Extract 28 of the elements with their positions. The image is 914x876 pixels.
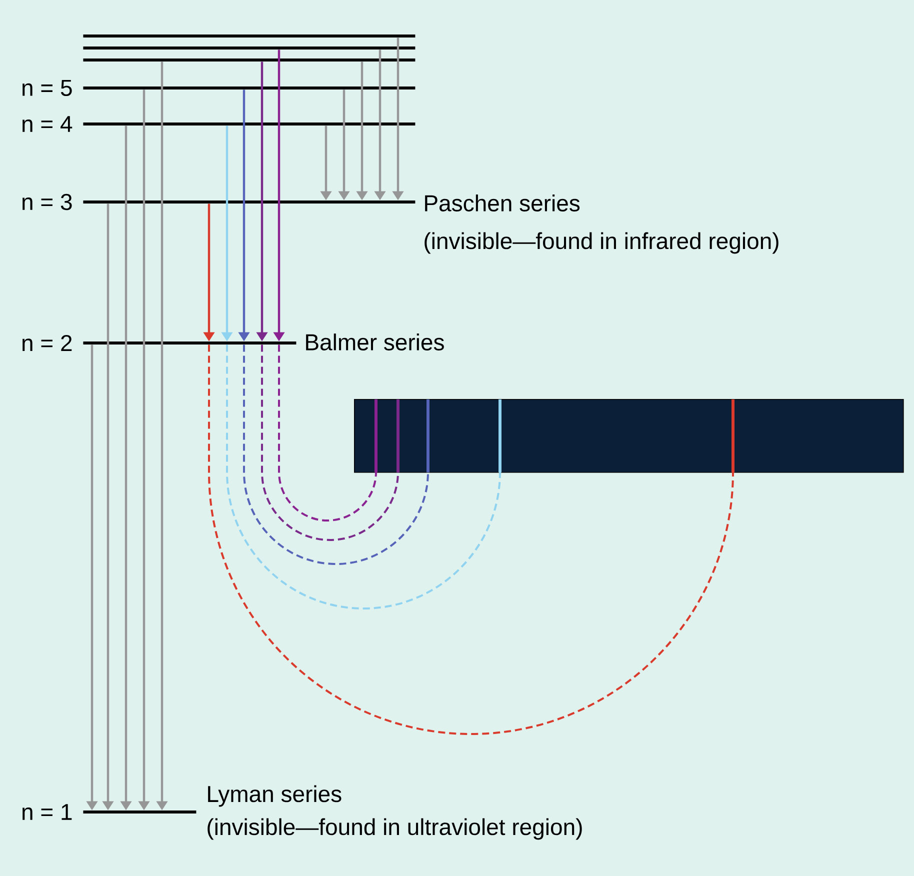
spectral-line (396, 399, 400, 472)
node-label: n = 1 (22, 804, 72, 820)
connector-curve (208, 344, 734, 735)
node-label: n = 3 (22, 194, 72, 210)
energy-level: n = 5 (22, 80, 416, 96)
spectral-line (374, 399, 378, 472)
connector-curve (226, 344, 501, 610)
note: (invisible—found in infrared region) (424, 232, 778, 254)
energy-level: n = 4 (22, 116, 416, 132)
note: (invisible—found in ultraviolet region) (208, 818, 582, 840)
spectral-line (732, 399, 734, 472)
energy-level: n = 3 (22, 194, 416, 210)
series-label: Paschen series (425, 194, 580, 212)
spectral-line (498, 399, 502, 472)
energy-level (83, 34, 416, 38)
energy-level (83, 58, 416, 62)
connector-curve (243, 344, 429, 565)
connector-curve (278, 344, 377, 522)
energy-level (83, 46, 416, 50)
series-label: Balmer series (306, 334, 444, 350)
series-label: Lyman series (208, 785, 342, 807)
spectrum-band (354, 399, 904, 473)
node-label: n = 5 (22, 80, 72, 96)
connector-curve (261, 344, 399, 541)
node-label: n = 4 (22, 116, 72, 132)
energy-level: n = 2 (22, 334, 296, 352)
node-label: n = 2 (22, 334, 72, 352)
energy-level: n = 1 (22, 804, 196, 820)
